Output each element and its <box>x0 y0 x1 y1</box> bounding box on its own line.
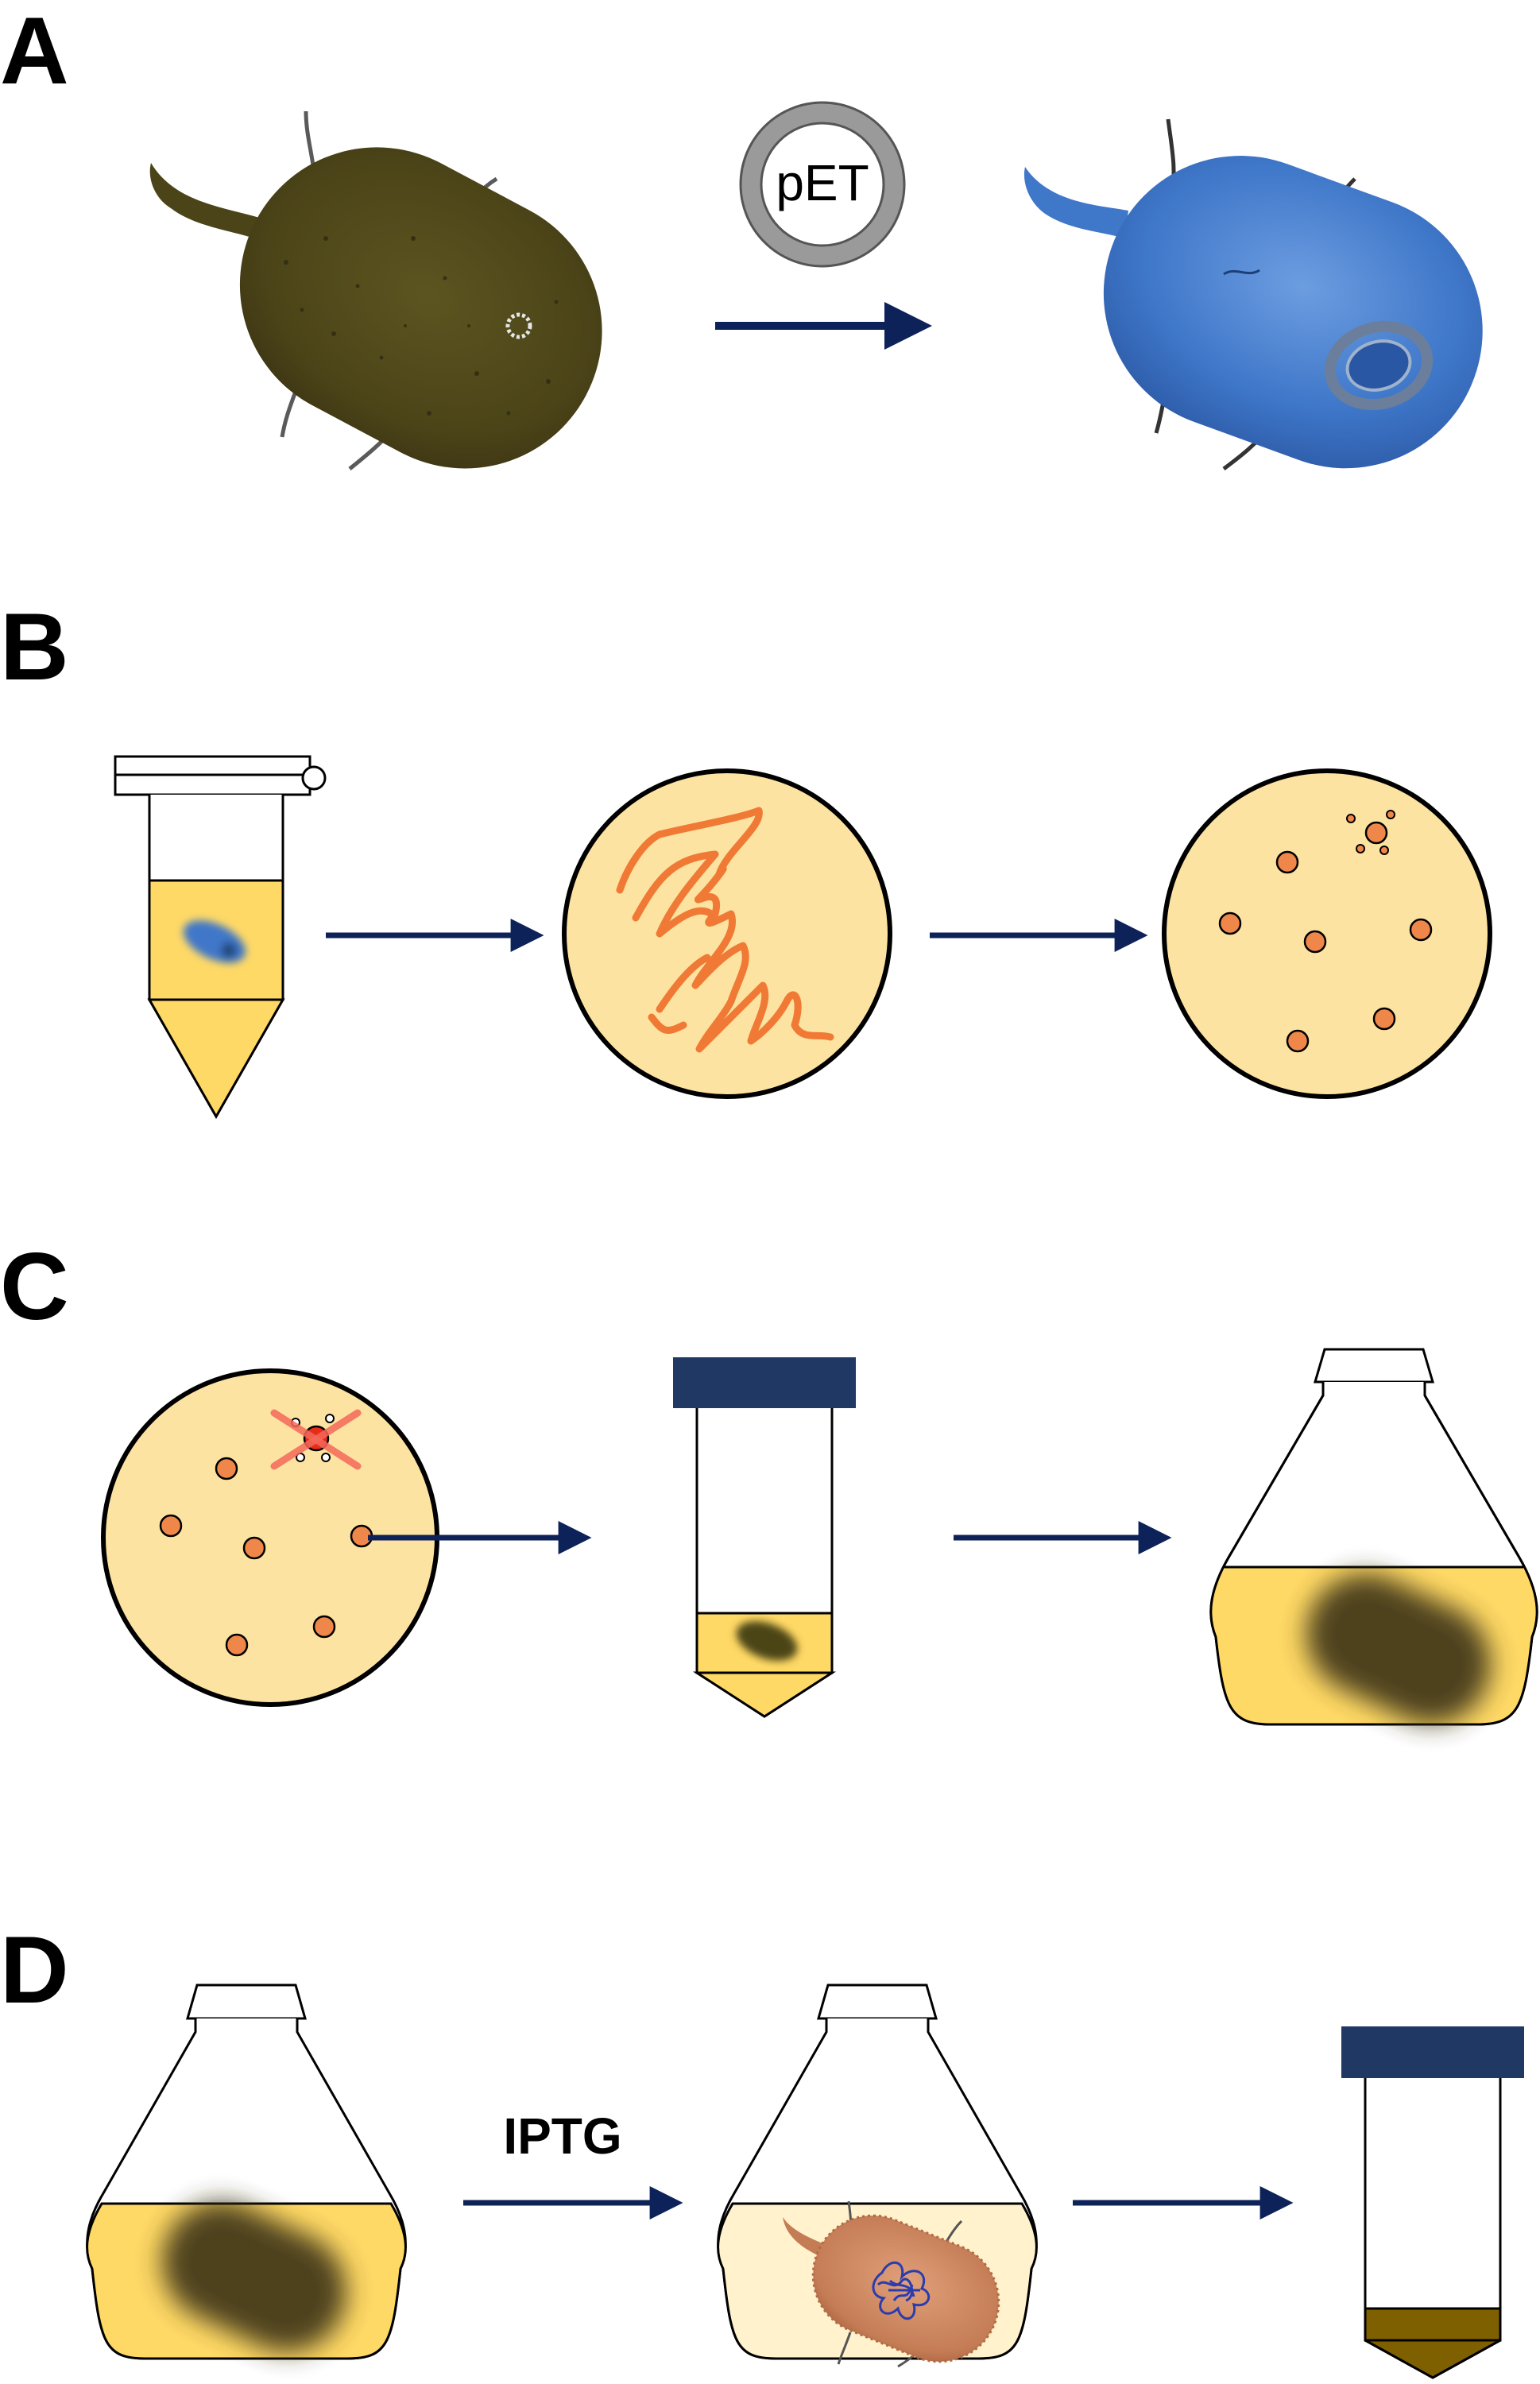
streaked-agar-plate-icon <box>562 768 892 1099</box>
rejected-colony-cross-icon <box>270 1409 362 1470</box>
panel-d: IPTG <box>86 1983 1524 2379</box>
inducer-label: IPTG <box>503 2107 621 2165</box>
culture-tube-icon <box>673 1357 856 1718</box>
protein-cluster-icon <box>872 2262 931 2320</box>
microcentrifuge-tube-icon <box>114 755 327 1120</box>
plasmid-label: pET <box>776 154 869 211</box>
erlenmeyer-flask-icon <box>86 1983 407 2360</box>
wild-type-bacterium-icon <box>149 110 602 470</box>
erlenmeyer-flask-icon <box>1209 1348 1538 1726</box>
panel-a: pET <box>149 101 1483 470</box>
transformed-bacterium-icon <box>1023 118 1483 470</box>
colony-agar-plate-icon <box>1162 768 1492 1099</box>
panel-b <box>114 755 1492 1120</box>
cell-pellet-tube-icon <box>1341 2026 1524 2379</box>
plasmid-ring-icon: pET <box>739 101 906 268</box>
panel-letter-c: C <box>0 1233 69 1340</box>
panel-letter-a: A <box>0 0 69 104</box>
panel-letter-b: B <box>0 594 69 700</box>
colony-agar-plate-icon <box>101 1368 439 1707</box>
erlenmeyer-flask-icon <box>717 1983 1038 2368</box>
panel-c <box>101 1348 1538 1726</box>
protein-expressing-bacterium-icon <box>783 2200 1000 2368</box>
panel-letter-d: D <box>0 1917 69 2023</box>
